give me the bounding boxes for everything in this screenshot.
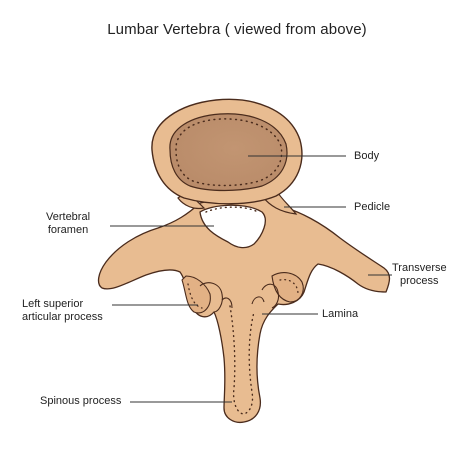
label-transverse-process-line-1: Transverse [392,262,447,274]
label-vertebral-foramen-line-1: Vertebral [46,211,91,223]
label-left-superior-articular-process: Left superior articular process [22,298,103,324]
label-transverse-process: Transverse process [392,262,447,288]
vertebral-arch-shape [97,197,391,424]
left-articular-lobe [181,275,211,314]
vertebral-body-inner [169,113,288,192]
label-transverse-process-line-2: process [400,275,439,287]
label-spinous-process: Spinous process [40,395,122,407]
label-pedicle: Pedicle [354,201,391,213]
leader-lines [110,155,392,403]
vertebral-foramen-shape [199,204,266,249]
spinous-inner-contour [229,305,255,415]
label-body: Body [354,150,380,162]
left-superior-articular-shape [199,282,223,313]
label-left-superior-line-1: Left superior [22,298,84,310]
label-lamina: Lamina [322,308,359,320]
label-left-superior-line-2: articular process [22,311,103,323]
label-vertebral-foramen: Vertebral foramen [46,211,90,237]
label-vertebral-foramen-line-2: foramen [47,224,89,236]
diagram-title: Lumbar Vertebra ( viewed from above) [107,21,367,38]
